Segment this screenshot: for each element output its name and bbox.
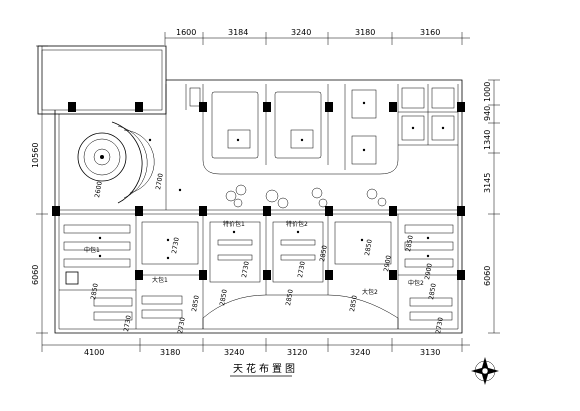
bottom-dim-2: 3180	[160, 348, 180, 357]
height-2850-b: 2850	[190, 295, 201, 313]
downlights	[98, 101, 445, 260]
height-2850-g: 2850	[363, 239, 374, 257]
height-2700: 2700	[154, 173, 165, 191]
height-2850-c: 2850	[218, 289, 229, 307]
right-dim-4: 3145	[483, 173, 492, 193]
room-zhongbao2: 中包2	[408, 279, 424, 287]
height-2850-a: 2850	[89, 283, 100, 301]
drawing-title-block: 天花布置图	[230, 362, 298, 377]
height-tags: 2600 2700 2730 2730 2730 2850 2850 2850 …	[89, 173, 445, 335]
height-2850-f: 2850	[318, 245, 329, 263]
upper-ceiling-panels	[189, 87, 455, 165]
right-dim-3: 1340	[483, 130, 492, 150]
height-2600: 2600	[93, 181, 104, 199]
top-dimension-chain: 1600 3184 3240 3180 3160	[164, 28, 470, 45]
drawing-title: 天花布置图	[233, 362, 298, 375]
bottom-dim-6: 3130	[420, 348, 440, 357]
room-dabao2: 大包2	[362, 288, 378, 296]
room-zhongbao1: 中包1	[84, 246, 100, 254]
right-dim-5: 6060	[483, 266, 492, 286]
top-dim-1: 1600	[176, 28, 196, 37]
height-2730-a: 2730	[170, 237, 181, 255]
room-tejia1: 特价包1	[223, 220, 245, 228]
right-dim-1: 1000	[483, 82, 492, 102]
pendant-circles	[225, 184, 387, 209]
bottom-dimension-chain: 4100 3180 3240 3120 3240 3130	[41, 338, 470, 357]
room-labels: 中包1 大包1 特价包1 特价包2 大包2 中包2	[84, 220, 424, 296]
height-2730-d: 2730	[122, 315, 133, 333]
height-2850-d: 2850	[284, 289, 295, 307]
height-2730-b: 2730	[240, 261, 251, 279]
top-dim-4: 3180	[355, 28, 375, 37]
upper-partitions	[59, 84, 458, 215]
top-dim-5: 3160	[420, 28, 440, 37]
height-2730-e: 2730	[176, 317, 187, 335]
room-tejia2: 特价包2	[286, 220, 308, 228]
left-dimension-chain: 10560 6060	[31, 45, 48, 338]
structural-columns	[52, 102, 465, 280]
compass-icon	[471, 357, 499, 385]
height-2900-b: 2900	[423, 263, 434, 281]
height-2730-c: 2730	[296, 261, 307, 279]
top-dim-2: 3184	[228, 28, 248, 37]
room-dabao1: 大包1	[152, 276, 168, 284]
lobby-round-feature	[77, 121, 155, 204]
bottom-dim-4: 3120	[287, 348, 307, 357]
bottom-dim-1: 4100	[84, 348, 104, 357]
right-dim-2: 940	[483, 106, 492, 121]
right-dimension-chain: 1000 940 1340 3145 6060	[483, 79, 500, 334]
left-dim-1: 10560	[31, 143, 40, 168]
height-2730-f: 2730	[434, 317, 445, 335]
height-2850-e: 2850	[348, 295, 359, 313]
bottom-dim-3: 3240	[224, 348, 244, 357]
height-2850-h: 2850	[404, 235, 415, 253]
top-dim-3: 3240	[291, 28, 311, 37]
lower-ceiling-panels	[63, 221, 454, 321]
bottom-dim-5: 3240	[350, 348, 370, 357]
left-dim-2: 6060	[31, 265, 40, 285]
height-2900-a: 2900	[382, 255, 393, 273]
height-2850-i: 2850	[427, 283, 438, 301]
